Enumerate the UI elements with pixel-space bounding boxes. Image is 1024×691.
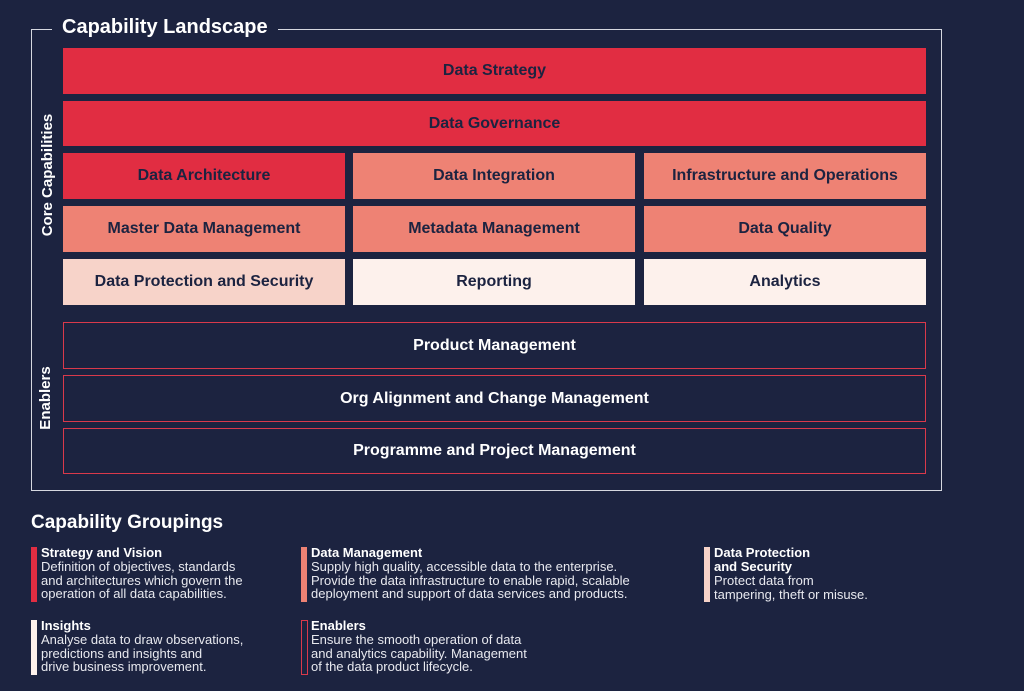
grouping-data-management: Data Management Supply high quality, acc…	[301, 545, 701, 602]
org-alignment-box: Org Alignment and Change Management	[63, 375, 926, 422]
grouping-description: Analyse data to draw observations, predi…	[41, 632, 244, 674]
data-protection-color-bar	[704, 547, 710, 602]
grouping-title: Strategy and Vision	[41, 545, 163, 560]
capability-landscape-frame	[31, 29, 942, 491]
analytics-box: Analytics	[644, 259, 926, 305]
data-quality-box: Data Quality	[644, 206, 926, 252]
metadata-management-box: Metadata Management	[353, 206, 635, 252]
grouping-description: Protect data from tampering, theft or mi…	[714, 573, 868, 602]
grouping-title: Data Protection and Security	[714, 545, 811, 574]
landscape-title: Capability Landscape	[52, 16, 278, 39]
grouping-strategy-vision: Strategy and Vision Definition of object…	[31, 545, 291, 602]
data-strategy-box: Data Strategy	[63, 48, 926, 94]
grouping-title: Enablers	[311, 618, 366, 633]
data-architecture-box: Data Architecture	[63, 153, 345, 199]
grouping-enablers: Enablers Ensure the smooth operation of …	[301, 618, 601, 675]
enablers-label: Enablers	[37, 366, 54, 430]
data-management-color-bar	[301, 547, 307, 602]
enablers-color-bar	[301, 620, 308, 675]
reporting-box: Reporting	[353, 259, 635, 305]
programme-project-management-box: Programme and Project Management	[63, 428, 926, 474]
grouping-data-protection: Data Protection and Security Protect dat…	[704, 545, 954, 602]
grouping-description: Supply high quality, accessible data to …	[311, 559, 630, 601]
grouping-description: Ensure the smooth operation of data and …	[311, 632, 527, 674]
grouping-insights: Insights Analyse data to draw observatio…	[31, 618, 291, 675]
grouping-title: Insights	[41, 618, 91, 633]
product-management-box: Product Management	[63, 322, 926, 369]
groupings-title: Capability Groupings	[31, 512, 224, 533]
infrastructure-operations-box: Infrastructure and Operations	[644, 153, 926, 199]
data-governance-box: Data Governance	[63, 101, 926, 146]
data-protection-security-box: Data Protection and Security	[63, 259, 345, 305]
grouping-title: Data Management	[311, 545, 423, 560]
core-capabilities-label: Core Capabilities	[39, 113, 56, 237]
master-data-management-box: Master Data Management	[63, 206, 345, 252]
data-integration-box: Data Integration	[353, 153, 635, 199]
insights-color-bar	[31, 620, 37, 675]
grouping-description: Definition of objectives, standards and …	[41, 559, 243, 601]
strategy-color-bar	[31, 547, 37, 602]
